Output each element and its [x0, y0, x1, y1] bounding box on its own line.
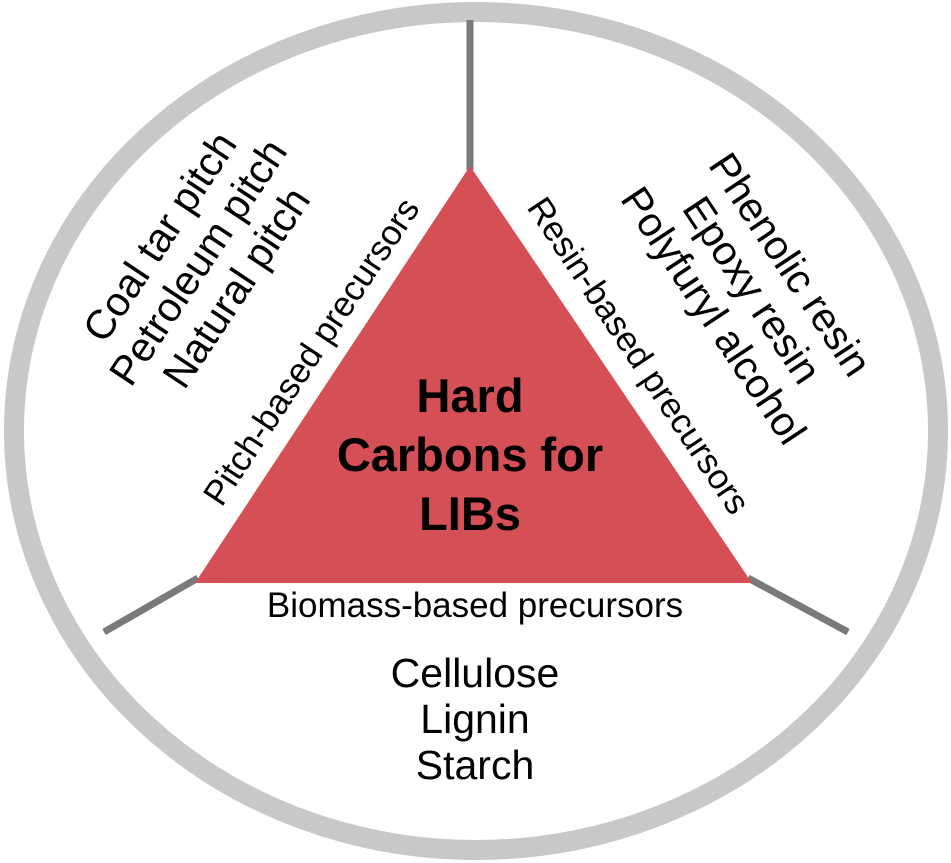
divider-left [102, 574, 200, 636]
center-title-line: Carbons for [336, 428, 604, 481]
biomass-item: Lignin [420, 696, 530, 742]
biomass-list: Cellulose Lignin Starch [180, 650, 770, 788]
biomass-item: Starch [415, 742, 535, 788]
center-triangle [195, 166, 752, 583]
center-title-line: Hard [416, 369, 524, 422]
biomass-item: Cellulose [390, 650, 560, 696]
biomass-label: Biomass-based precursors [266, 586, 684, 625]
center-title: Hard Carbons for LIBs [270, 366, 670, 543]
divider-right [746, 574, 850, 636]
outer-ring [4, 2, 948, 860]
center-title-line: LIBs [419, 487, 521, 540]
